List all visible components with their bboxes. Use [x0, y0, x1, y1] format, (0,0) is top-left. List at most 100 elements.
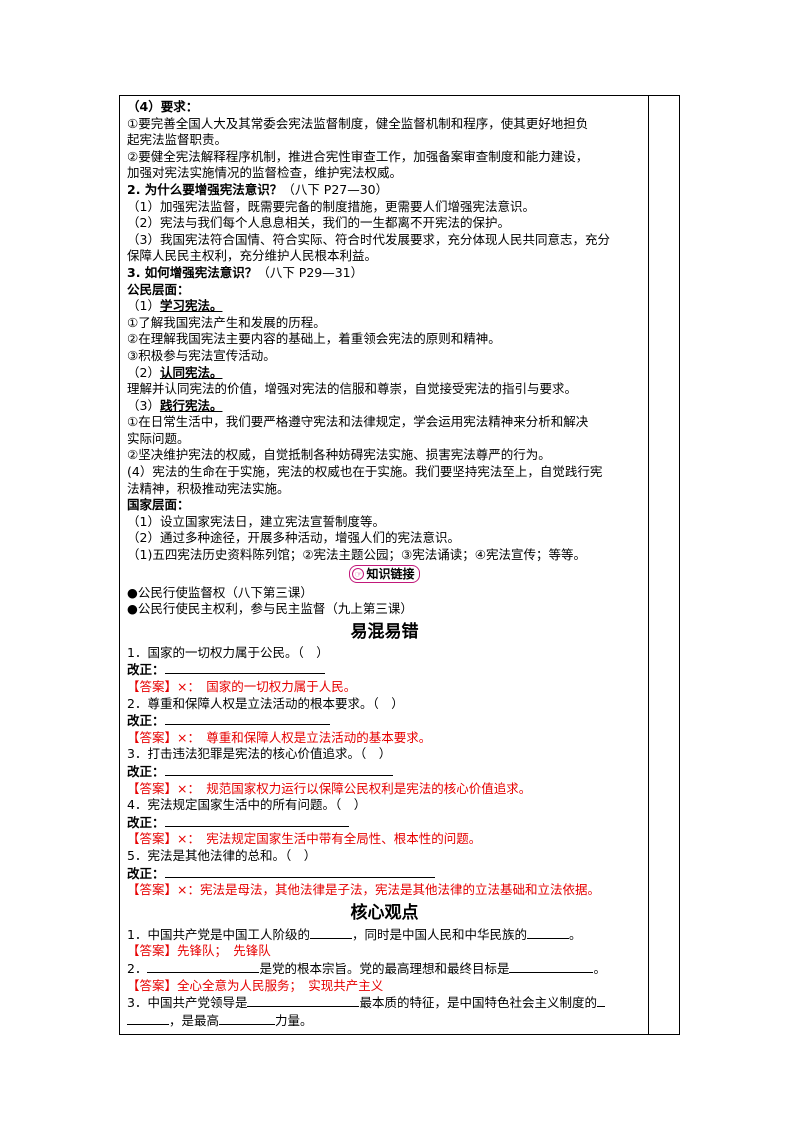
core-q3-blank-2[interactable]: [596, 994, 605, 1008]
correction-label: 改正：: [127, 865, 165, 881]
practice-line: 实际问题。: [127, 430, 190, 446]
core-q2-part: 2．: [127, 960, 148, 976]
core-q3-part: 力量。: [275, 1012, 313, 1028]
core-q1-part: 。: [568, 926, 582, 942]
answer-text: ×： 规范国家权力运行以保障公民权利是宪法的核心价值追求。: [177, 780, 532, 796]
citizen-level-title: 公民层面：: [127, 281, 190, 297]
core-q3-blank-1[interactable]: [247, 994, 360, 1008]
knowledge-link-badge: ☞ 知识链接: [349, 564, 420, 583]
q3-title-row: 3. 如何增强宪法意识？（八下 P29—31）: [127, 265, 642, 282]
core-q2-part: 是党的根本宗旨。党的最高理想和最终目标是: [259, 960, 510, 976]
q2-line: （2）宪法与我们每个人息息相关，我们的一生都离不开宪法的保护。: [127, 215, 510, 231]
table-frame: [119, 95, 680, 1035]
q3-ref: （八下 P29—31）: [257, 264, 364, 280]
answer-text: ×：宪法是母法，其他法律是子法，宪法是其他法律的立法基础和立法依据。: [177, 882, 600, 898]
core-question-3: 3．中国共产党领导是最本质的特征，是中国特色社会主义制度的: [127, 994, 642, 1012]
q2-title: 2. 为什么要增强宪法意识？: [127, 181, 283, 197]
core-question-3-cont: ，是最高 力量。: [127, 1012, 642, 1030]
core-q1-blank-1[interactable]: [309, 926, 352, 939]
confusion-question: 3．打击违法犯罪是宪法的核心价值追求。（ ）: [127, 746, 392, 762]
identify-subtitle-row: （2）认同宪法。: [127, 365, 642, 382]
core-answer-1: 【答案】先锋队； 先锋队: [127, 943, 642, 960]
practice-line: ①在日常生活中，我们要严格遵守宪法和法律规定，学会运用宪法精神来分析和解决: [127, 414, 589, 430]
answer-text: ×： 国家的一切权力属于人民。: [177, 679, 357, 694]
core-q1-blank-2[interactable]: [526, 926, 569, 939]
confusion-question: 4．宪法规定国家生活中的所有问题。（ ）: [127, 797, 367, 813]
requirements-title: （4）要求：: [127, 99, 199, 114]
identify-line: 理解并认同宪法的价值，增强对宪法的信服和尊崇，自觉接受宪法的指引与要求。: [127, 381, 578, 397]
correction-row: 改正：: [127, 661, 642, 679]
identify-num: （2）: [127, 364, 160, 380]
nation-level-title: 国家层面：: [127, 497, 190, 513]
knowledge-link-label: 知识链接: [366, 566, 415, 581]
core-question-1: 1．中国共产党是中国工人阶级的，同时是中国人民和中华民族的。: [127, 926, 642, 944]
core-heading: 核心观点: [350, 902, 419, 923]
answer-label: 【答案】: [127, 679, 178, 694]
hand-pointer-icon: ☞: [352, 567, 365, 580]
correction-blank[interactable]: [164, 763, 393, 776]
correction-label: 改正：: [127, 662, 165, 678]
study-line: ①了解我国宪法产生和发展的历程。: [127, 314, 326, 330]
answer-label: 【答案】: [127, 831, 178, 847]
core-q2-blank-2[interactable]: [509, 960, 594, 973]
confusion-answer: 【答案】×： 国家的一切权力属于人民。: [127, 679, 642, 696]
correction-label: 改正：: [127, 763, 165, 779]
answer-text: ×： 宪法规定国家生活中带有全局性、根本性的问题。: [177, 831, 482, 847]
correction-label: 改正：: [127, 713, 165, 729]
q2-ref: （八下 P27—30）: [282, 181, 389, 197]
nation-line: （2）通过多种途径，开展多种活动，增强人们的宪法意识。: [127, 530, 460, 546]
core-q3-part: 最本质的特征，是中国特色社会主义制度的: [359, 995, 597, 1011]
answer-label: 【答案】: [127, 780, 178, 796]
practice-num: （3）: [127, 397, 160, 413]
correction-row: 改正：: [127, 763, 642, 781]
column-divider: [648, 95, 649, 1035]
answer-label: 【答案】: [127, 729, 178, 745]
core-q3-blank-3[interactable]: [219, 1012, 276, 1025]
answer-label: 【答案】: [127, 977, 178, 993]
core-q3-blank-2-cont[interactable]: [127, 1012, 169, 1025]
study-line: ②在理解我国宪法主要内容的基础上，着重领会宪法的原则和精神。: [127, 331, 501, 347]
knowledge-link-item: ●公民行使监督权（八下第三课）: [127, 584, 313, 600]
study-title: 学习宪法。: [159, 298, 223, 314]
correction-row: 改正：: [127, 814, 642, 832]
knowledge-link-row: ☞ 知识链接: [127, 564, 642, 584]
answer-label: 【答案】: [127, 943, 178, 959]
study-line: ③积极参与宪法宣传活动。: [127, 347, 276, 363]
confusion-answer: 【答案】×： 尊重和保障人权是立法活动的基本要求。: [127, 730, 642, 747]
confusion-heading: 易混易错: [350, 621, 419, 642]
core-question-2: 2． 是党的根本宗旨。党的最高理想和最终目标是 。: [127, 960, 642, 978]
confusion-question: 2．尊重和保障人权是立法活动的根本要求。（ ）: [127, 695, 404, 711]
core-q2-blank-1[interactable]: [147, 960, 260, 973]
core-q1-part: 1．中国共产党是中国工人阶级的: [127, 926, 310, 942]
requirements-line: ①要完善全国人大及其常委会宪法监督制度，健全监督机制和程序，使其更好地担负: [127, 115, 589, 131]
requirements-line: 起宪法监督职责。: [127, 132, 228, 148]
nation-line: （1)五四宪法历史资料陈列馆；②宪法主题公园；③宪法诵读；④宪法宣传；等等。: [127, 547, 586, 563]
confusion-answer: 【答案】×： 规范国家权力运行以保障公民权利是宪法的核心价值追求。: [127, 781, 642, 798]
study-num: （1）: [127, 298, 160, 314]
knowledge-link-item: ●公民行使民主权利，参与民主监督（九上第三课）: [127, 601, 413, 617]
practice-line: ②坚决维护宪法的权威，自觉抵制各种妨碍宪法实施、损害宪法尊严的行为。: [127, 447, 551, 463]
correction-row: 改正：: [127, 712, 642, 730]
practice-line: (4）宪法的生命在于实施，宪法的权威也在于实施。我们要坚持宪法至上，自觉践行宪: [127, 464, 603, 480]
correction-blank[interactable]: [164, 865, 435, 878]
confusion-answer: 【答案】×：宪法是母法，其他法律是子法，宪法是其他法律的立法基础和立法依据。: [127, 882, 642, 899]
q2-title-row: 2. 为什么要增强宪法意识？（八下 P27—30）: [127, 182, 642, 199]
correction-blank[interactable]: [164, 814, 349, 827]
core-answer-2: 【答案】全心全意为人民服务； 实现共产主义: [127, 978, 642, 995]
correction-blank[interactable]: [164, 661, 325, 675]
practice-subtitle-row: （3）践行宪法。: [127, 398, 642, 415]
q2-line: 保障人民民主权利，充分维护人民根本利益。: [127, 248, 378, 264]
practice-line: 法精神，积极推动宪法实施。: [127, 480, 290, 496]
core-q2-part: 。: [593, 960, 606, 976]
confusion-question: 1．国家的一切权力属于公民。（ ）: [127, 644, 329, 660]
requirements-line: ②要健全宪法解释程序机制，推进合宪性审查工作，加强备案审查制度和能力建设，: [127, 148, 589, 164]
practice-title: 践行宪法。: [159, 397, 223, 413]
correction-blank[interactable]: [164, 712, 330, 726]
confusion-answer: 【答案】×： 宪法规定国家生活中带有全局性、根本性的问题。: [127, 831, 642, 848]
core-q3-part: ，是最高: [169, 1012, 220, 1028]
correction-label: 改正：: [127, 814, 165, 830]
study-subtitle-row: （1）学习宪法。: [127, 298, 642, 315]
answer-text: 全心全意为人民服务； 实现共产主义: [177, 977, 384, 993]
nation-line: （1）设立国家宪法日，建立宪法宣誓制度等。: [127, 513, 385, 529]
answer-label: 【答案】: [127, 882, 178, 898]
